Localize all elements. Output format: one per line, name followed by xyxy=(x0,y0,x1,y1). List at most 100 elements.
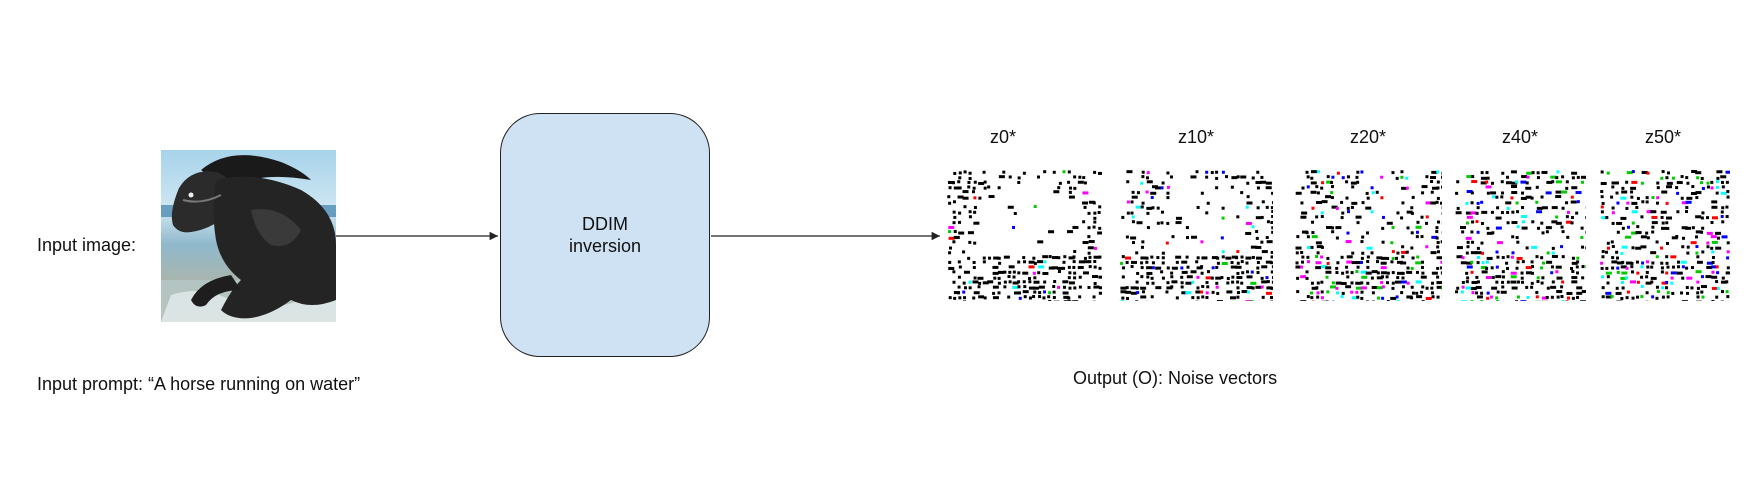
noise-pixel xyxy=(1266,280,1270,284)
noise-pixel xyxy=(1155,266,1162,270)
noise-pixel xyxy=(1166,286,1173,290)
noise-pixel xyxy=(1685,210,1689,214)
noise-pixel xyxy=(1181,291,1188,295)
noise-pixel xyxy=(963,300,967,301)
noise-pixel xyxy=(1430,176,1437,180)
noise-pixel xyxy=(1516,240,1520,244)
noise-pixel xyxy=(1073,250,1077,254)
noise-pixel xyxy=(982,256,986,260)
noise-pixel xyxy=(1611,206,1615,210)
noise-pixel xyxy=(1555,190,1562,194)
noise-pixel xyxy=(1666,226,1670,230)
noise-pixel xyxy=(982,260,986,264)
noise-pixel xyxy=(1385,281,1389,285)
noise-pixel xyxy=(1691,226,1695,230)
noise-pixel xyxy=(1221,261,1228,265)
noise-pixel xyxy=(1556,290,1563,294)
noise-vector-z0 xyxy=(947,170,1102,301)
noise-pixel xyxy=(1271,230,1273,234)
noise-pixel xyxy=(1052,170,1056,174)
noise-pixel xyxy=(1301,260,1305,264)
noise-pixel xyxy=(1310,291,1314,295)
noise-pixel xyxy=(1156,256,1160,260)
noise-pixel xyxy=(1196,286,1200,290)
noise-pixel xyxy=(1221,255,1225,259)
noise-pixel xyxy=(1466,276,1470,280)
noise-pixel xyxy=(968,240,972,244)
noise-pixel xyxy=(1052,290,1056,294)
noise-pixel xyxy=(1576,260,1580,264)
noise-pixel xyxy=(1511,235,1515,239)
noise-pixel xyxy=(1696,286,1700,290)
noise-pixel xyxy=(1130,211,1134,215)
noise-pixel xyxy=(1063,255,1067,259)
noise-pixel xyxy=(1150,295,1154,299)
noise-pixel xyxy=(1360,240,1364,244)
noise-pixel xyxy=(1630,280,1637,284)
noise-pixel xyxy=(1676,210,1680,214)
noise-pixel xyxy=(1410,296,1414,300)
noise-pixel xyxy=(1406,281,1410,285)
noise-pixel xyxy=(1436,220,1440,224)
noise-pixel xyxy=(1146,171,1150,175)
noise-pixel xyxy=(1456,180,1460,184)
noise-pixel xyxy=(1170,271,1174,275)
noise-pixel xyxy=(992,285,999,289)
noise-pixel xyxy=(1650,210,1657,214)
noise-pixel xyxy=(1345,180,1349,184)
noise-pixel xyxy=(1600,181,1607,185)
noise-pixel xyxy=(1421,285,1425,289)
noise-pixel xyxy=(1306,185,1310,189)
noise-pixel xyxy=(1630,190,1634,194)
noise-pixel xyxy=(1701,211,1705,215)
noise-pixel xyxy=(1566,296,1570,300)
noise-pixel xyxy=(1576,175,1580,179)
noise-pixel xyxy=(1195,260,1199,264)
noise-pixel xyxy=(1471,280,1478,284)
noise-pixel xyxy=(1670,255,1677,259)
noise-pixel xyxy=(1436,281,1442,285)
noise-pixel xyxy=(1461,256,1465,260)
noise-pixel xyxy=(1355,270,1359,274)
noise-pixel xyxy=(1480,171,1484,175)
noise-pixel xyxy=(1686,181,1690,185)
noise-pixel xyxy=(1125,286,1129,290)
noise-pixel xyxy=(953,296,957,300)
noise-pixel xyxy=(1575,191,1582,195)
noise-pixel xyxy=(1216,300,1223,301)
noise-pixel xyxy=(1161,181,1165,185)
noise-pixel xyxy=(1355,215,1362,219)
noise-pixel xyxy=(1710,220,1714,224)
noise-pixel xyxy=(1320,290,1324,294)
noise-pixel xyxy=(1062,291,1069,295)
noise-pixel xyxy=(1048,291,1052,295)
noise-pixel xyxy=(1037,240,1044,244)
noise-pixel xyxy=(1175,221,1182,225)
noise-pixel xyxy=(1501,280,1505,284)
noise-pixel xyxy=(1515,236,1519,240)
noise-pixel xyxy=(1120,300,1124,301)
noise-pixel xyxy=(1271,226,1273,230)
noise-pixel xyxy=(1600,210,1604,214)
noise-pixel xyxy=(1515,300,1519,301)
noise-pixel xyxy=(948,236,955,240)
noise-pixel xyxy=(1685,266,1689,270)
noise-pixel xyxy=(1605,266,1609,270)
noise-pixel xyxy=(1576,256,1580,260)
noise-pixel xyxy=(1436,250,1440,254)
noise-pixel xyxy=(1520,300,1527,301)
noise-pixel xyxy=(1171,235,1175,239)
noise-pixel xyxy=(963,286,967,290)
noise-pixel xyxy=(1346,231,1350,235)
noise-pixel xyxy=(1210,276,1214,280)
noise-pixel xyxy=(1345,265,1349,269)
noise-pixel xyxy=(1425,201,1432,205)
noise-pixel xyxy=(962,281,966,285)
noise-pixel xyxy=(1725,215,1729,219)
noise-pixel xyxy=(1431,170,1438,174)
noise-pixel xyxy=(1391,286,1395,290)
noise-pixel xyxy=(1125,235,1129,239)
noise-pixel xyxy=(1671,236,1678,240)
noise-pixel xyxy=(1466,240,1470,244)
noise-pixel xyxy=(957,291,961,295)
